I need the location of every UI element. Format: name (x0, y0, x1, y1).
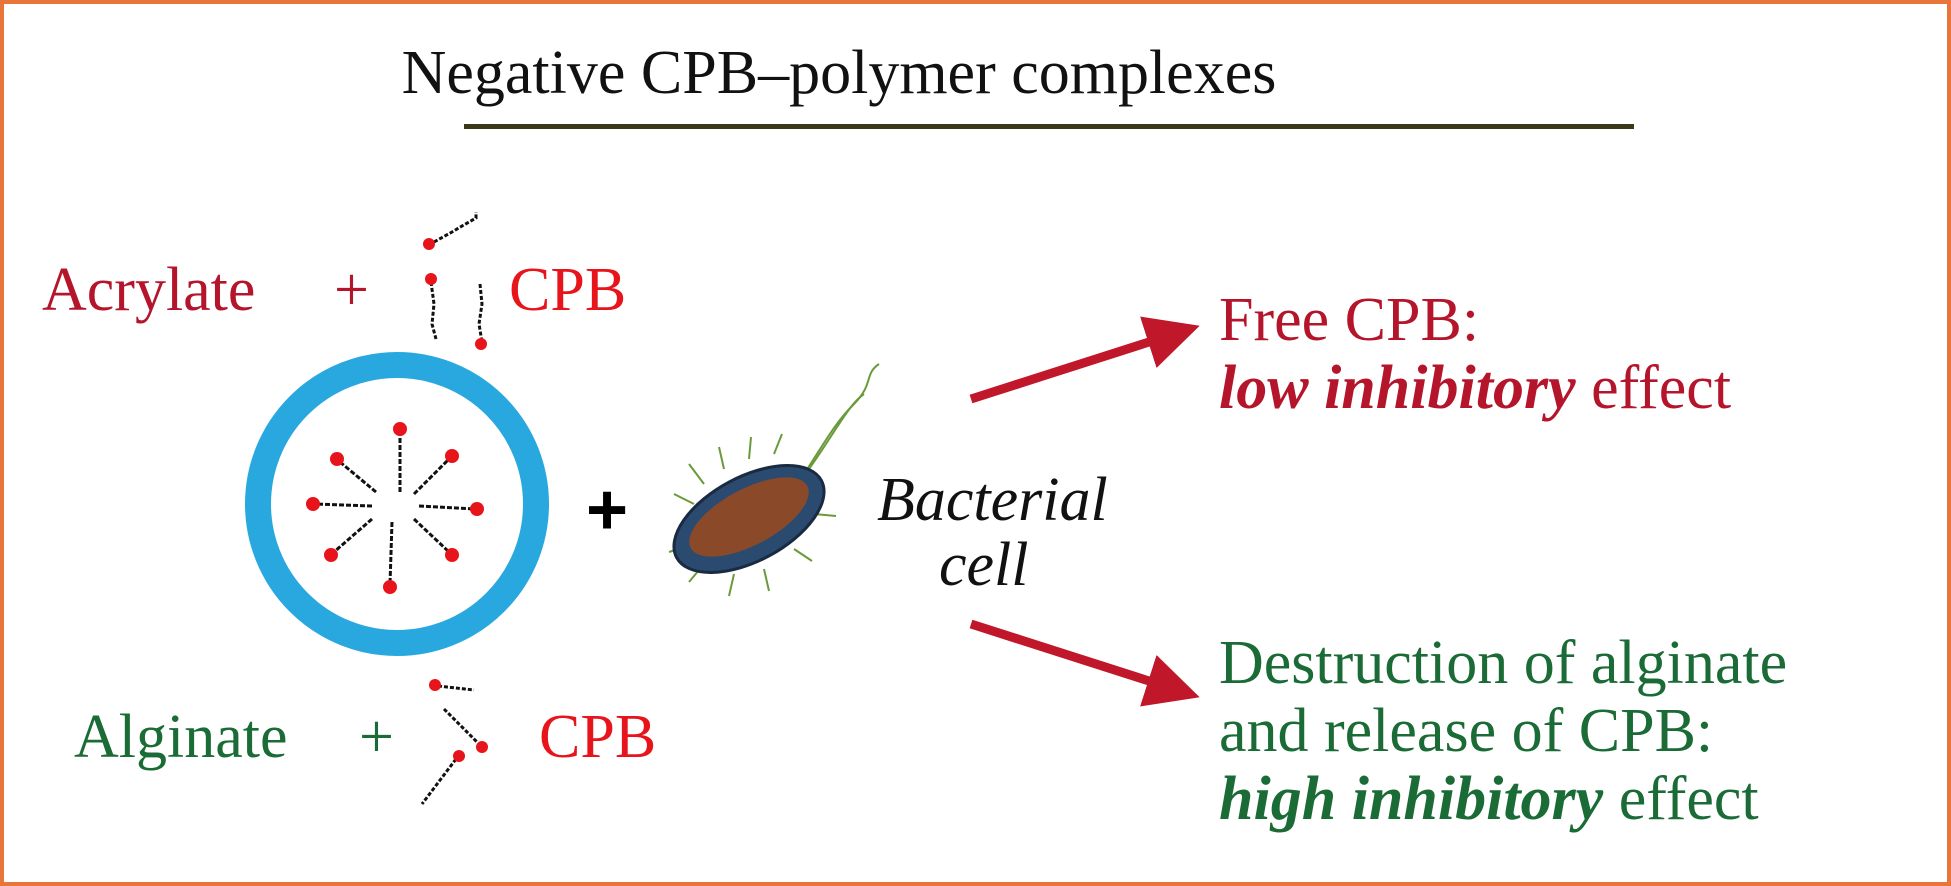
title-underline (464, 124, 1634, 129)
cpb-label: CPB (509, 256, 627, 324)
acrylate-label: Acrylate (42, 256, 256, 324)
diagram-title: Negative CPB–polymer complexes (401, 39, 1277, 107)
release-label: and release of CPB: (1219, 697, 1714, 765)
cpb-label: CPB (539, 703, 657, 771)
free-cpb-molecules-top (423, 212, 487, 350)
free-cpb-molecules-bottom (420, 679, 488, 805)
bacterial-cell-label: Bacterial (877, 466, 1108, 534)
bacterium-icon (668, 363, 880, 597)
emphasis: high inhibitory (1219, 765, 1604, 833)
effect-text: effect (1603, 765, 1759, 833)
free-cpb-label: Free CPB: (1219, 286, 1480, 354)
bacterial-cell-label: cell (939, 531, 1029, 599)
plus-sign: + (334, 256, 369, 324)
plus-sign: + (586, 470, 629, 550)
emphasis: low inhibitory (1219, 354, 1576, 422)
plus-sign: + (359, 703, 394, 771)
diagram-graphics (245, 212, 1200, 805)
low-inhibitory-effect-label: low inhibitory effect (1219, 357, 1731, 419)
destruction-label: Destruction of alginate (1219, 629, 1788, 697)
arrow-to-destruction (969, 619, 1200, 707)
high-inhibitory-effect-label: high inhibitory effect (1219, 768, 1759, 830)
polymer-micelle (245, 352, 549, 656)
alginate-label: Alginate (74, 703, 288, 771)
arrow-to-free-cpb (969, 316, 1200, 404)
effect-text: effect (1575, 354, 1732, 422)
